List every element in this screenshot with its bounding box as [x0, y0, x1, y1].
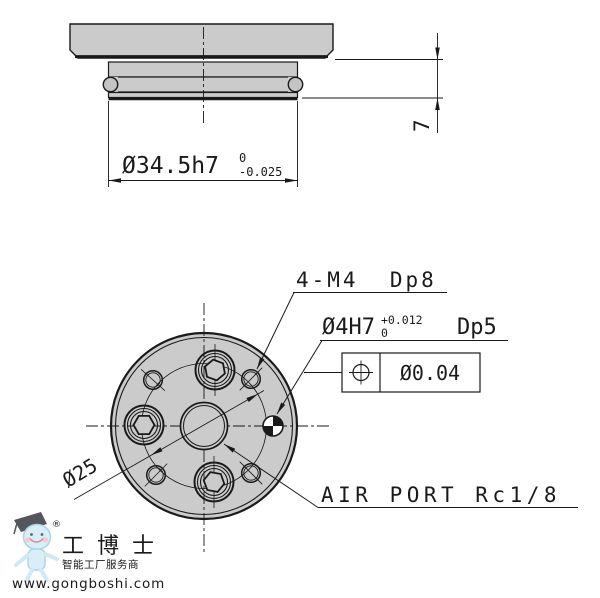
m4-callout: 4-M4 Dp8	[256, 268, 447, 370]
side-view	[69, 23, 334, 124]
watermark-url: www.gongboshi.com	[12, 576, 165, 592]
dowel-tol-lower: 0	[381, 326, 388, 340]
hex-socket-hole-top	[194, 344, 236, 396]
mascot-head	[22, 523, 52, 551]
air-port-callout: AIR PORT Rc1/8	[223, 443, 578, 508]
air-port-hole-outer	[179, 401, 229, 451]
leader-arrowhead	[257, 357, 265, 369]
hex-socket-hole-left	[123, 404, 165, 446]
width-dimension: Ø34.5h7 0 -0.025	[108, 101, 298, 187]
mascot-robot-icon	[13, 512, 59, 582]
m4-hole-lower-left	[144, 463, 168, 487]
air-port-hole-inner	[183, 405, 225, 447]
oring-left	[102, 76, 119, 93]
arm-body	[69, 23, 334, 59]
dowel-callout-main: Ø4H7	[322, 315, 375, 340]
hex-socket	[204, 358, 226, 382]
flange-plate	[107, 91, 299, 99]
width-dim-text: Ø34.5h7	[122, 153, 219, 179]
watermark: ® 工博士 智能工厂服务商 www.gongboshi.com	[12, 512, 167, 592]
dowel-depth-text: Dp5	[457, 315, 497, 340]
hex-socket	[132, 414, 156, 436]
bolt-circle-dimension	[73, 390, 265, 500]
registered-mark: ®	[52, 520, 61, 530]
m4-hole-upper-left	[140, 369, 166, 391]
bolt-circle-dim-text: Ø25	[58, 453, 101, 492]
tolerance-value: Ø0.04	[400, 361, 460, 385]
watermark-brand: 工博士	[62, 534, 167, 559]
graduation-cap	[14, 512, 47, 532]
air-port-text: AIR PORT Rc1/8	[321, 483, 561, 507]
m4-callout-text: 4-M4 Dp8	[296, 268, 437, 292]
feature-control-frame: Ø0.04	[304, 352, 481, 393]
dowel-hole-marker	[262, 415, 284, 437]
flange-collar	[107, 61, 299, 78]
arrowhead-left	[108, 178, 121, 183]
m4-hole-lower-right	[239, 461, 263, 485]
dowel-tol-upper: +0.012	[381, 313, 423, 327]
m4-hole-upper-right	[239, 367, 263, 391]
hex-socket	[202, 471, 226, 493]
arrowhead-right	[285, 178, 298, 183]
arrowhead-lower-left	[151, 447, 163, 456]
height-dimension: 7	[302, 33, 443, 133]
arrowhead-down	[435, 47, 440, 60]
arrowhead-upper-right	[246, 394, 258, 402]
width-dim-tol-lower: -0.025	[239, 165, 282, 179]
width-dim-tol-upper: 0	[239, 151, 246, 165]
arrowhead-up	[435, 98, 440, 110]
hex-socket-hole-bottom	[193, 456, 235, 508]
dowel-callout: Ø4H7 +0.012 0 Dp5 Ø0.04	[276, 313, 508, 415]
face-view	[73, 303, 332, 552]
leader-arrowhead	[277, 402, 286, 414]
height-dim-text: 7	[410, 119, 434, 132]
watermark-tagline: 智能工厂服务商	[62, 558, 139, 571]
leader-arrowhead	[224, 444, 236, 453]
mascot-body	[27, 548, 46, 571]
oring-right	[287, 76, 304, 93]
spigot-band	[108, 77, 298, 92]
position-tolerance-icon	[349, 360, 373, 385]
